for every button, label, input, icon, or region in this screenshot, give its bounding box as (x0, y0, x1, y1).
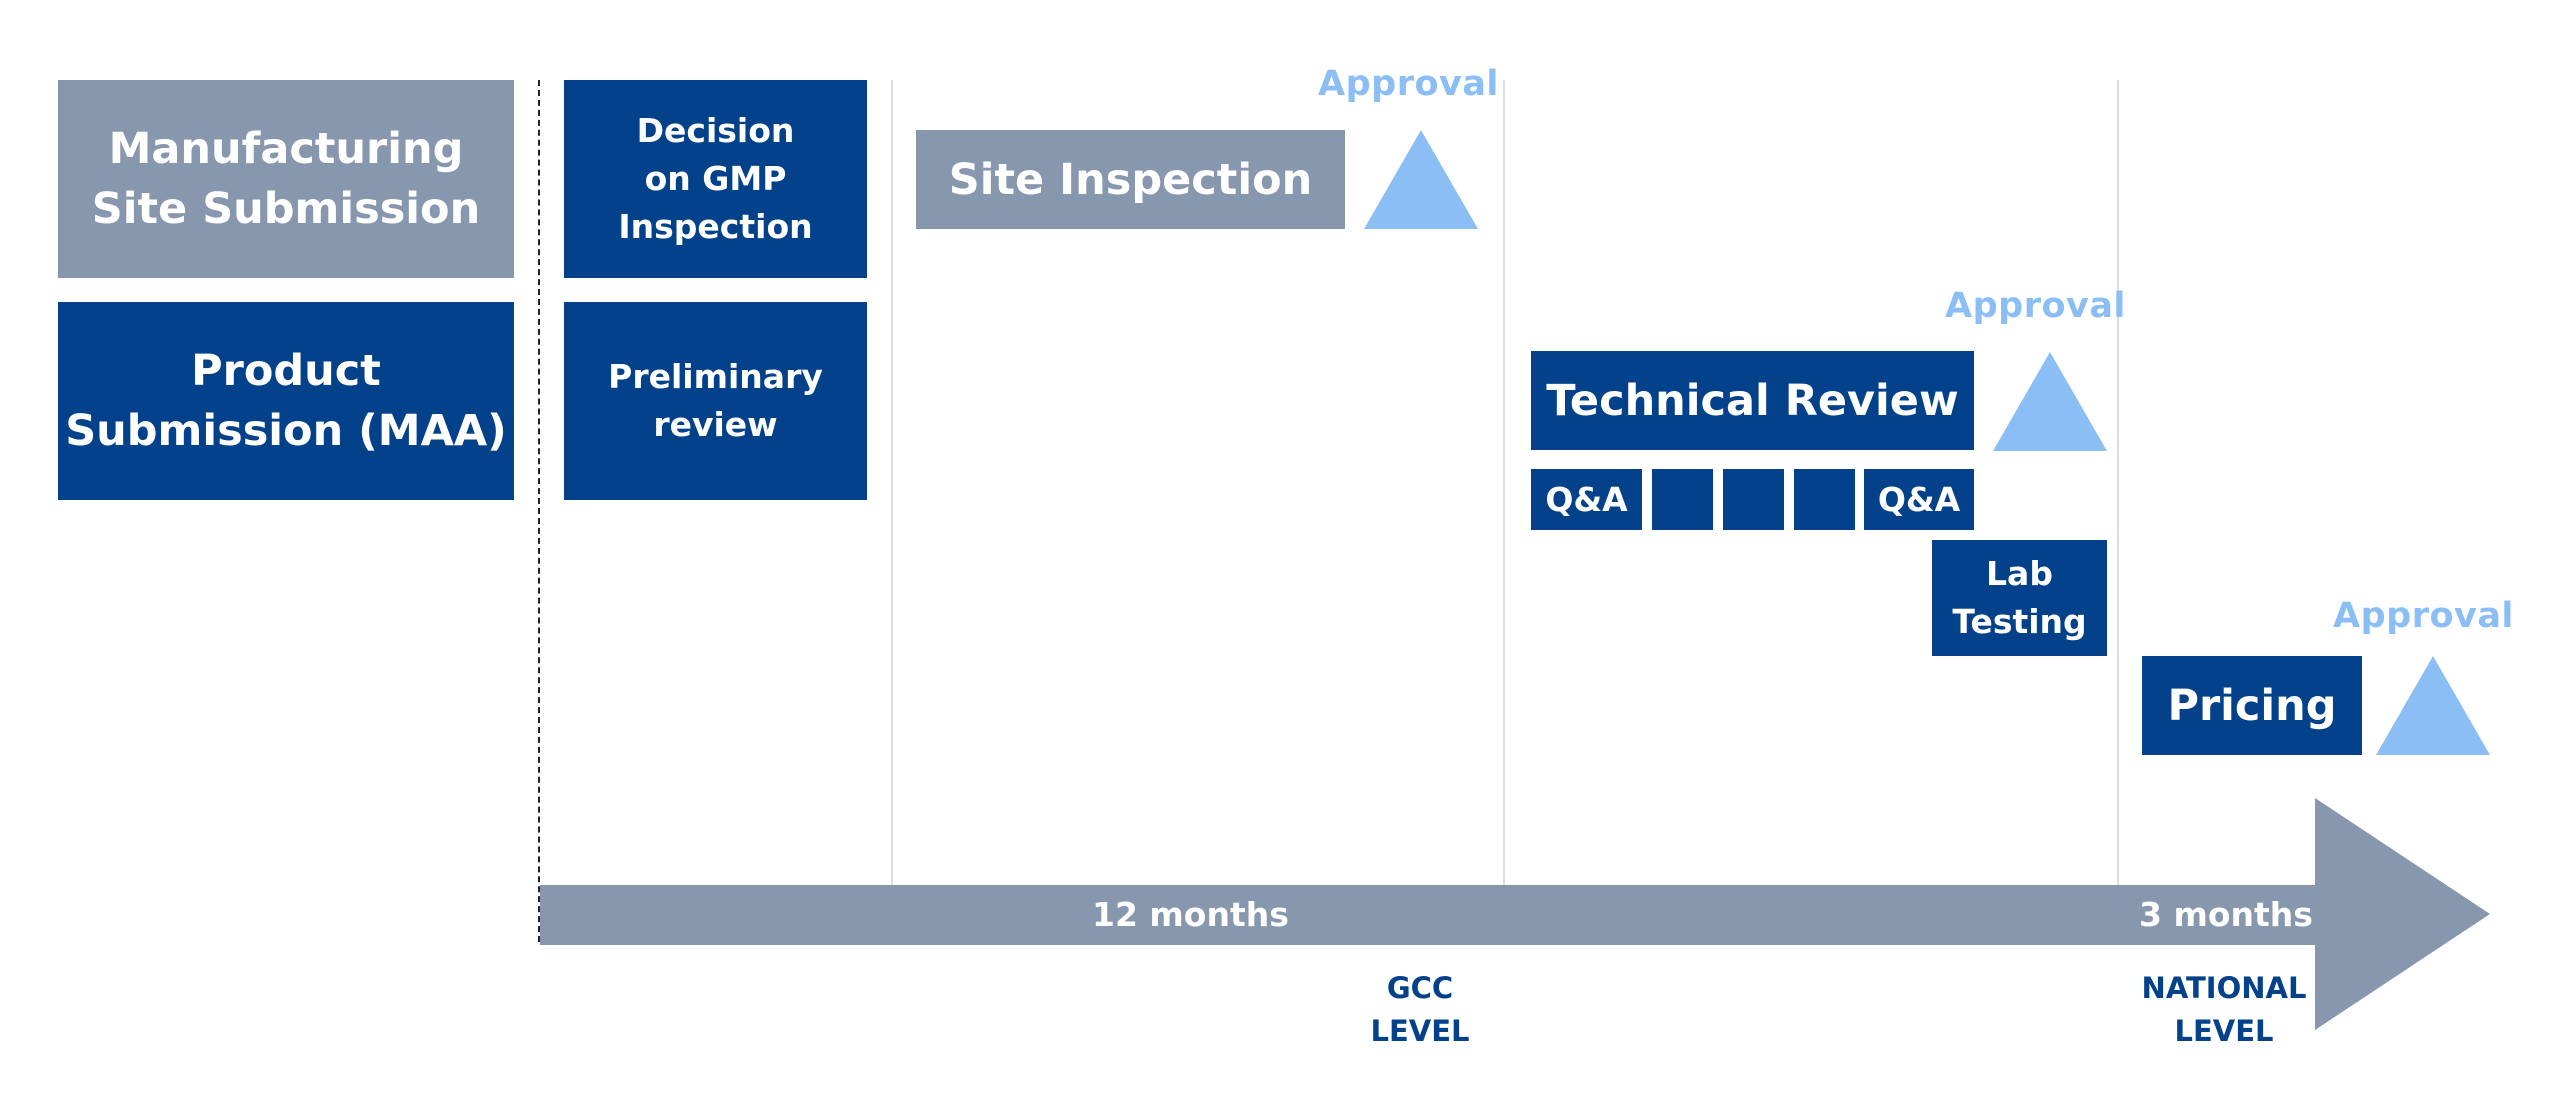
qa-round-box: Q&A (1531, 469, 1642, 530)
phase-divider-line (891, 80, 893, 885)
qa-round-box (1794, 469, 1855, 530)
technical-approval-label: Approval (1945, 286, 2126, 326)
submission-divider-line (538, 80, 540, 942)
pricing-box: Pricing (2142, 656, 2362, 755)
gcc-level-label: GCC LEVEL (1370, 971, 1470, 1048)
site-approval-label: Approval (1318, 64, 1499, 104)
national-level-label: NATIONAL LEVEL (2141, 971, 2307, 1048)
technical-review-box: Technical Review (1531, 351, 1974, 450)
gcc-duration-label: 12 months (1092, 895, 1289, 934)
product-submission-box: Product Submission (MAA) (58, 302, 514, 500)
pricing-approval-triangle-icon (2376, 656, 2490, 755)
phase-divider-line (2117, 80, 2119, 885)
technical-approval-triangle-icon (1993, 352, 2107, 451)
qa-round-box (1723, 469, 1784, 530)
site-inspection-box: Site Inspection (916, 130, 1345, 229)
manufacturing-site-submission-box: Manufacturing Site Submission (58, 80, 514, 278)
pricing-approval-label: Approval (2333, 596, 2514, 636)
gmp-inspection-decision-box: Decision on GMP Inspection (564, 80, 867, 278)
national-duration-label: 3 months (2139, 895, 2313, 934)
timeline-arrow-bar (540, 885, 2320, 945)
qa-round-box: Q&A (1864, 469, 1974, 530)
qa-round-box (1652, 469, 1713, 530)
phase-divider-line (1503, 80, 1505, 885)
preliminary-review-box: Preliminary review (564, 302, 867, 500)
lab-testing-box: Lab Testing (1932, 540, 2107, 656)
site-approval-triangle-icon (1364, 130, 1478, 229)
timeline-arrow-head-icon (2315, 798, 2490, 1030)
